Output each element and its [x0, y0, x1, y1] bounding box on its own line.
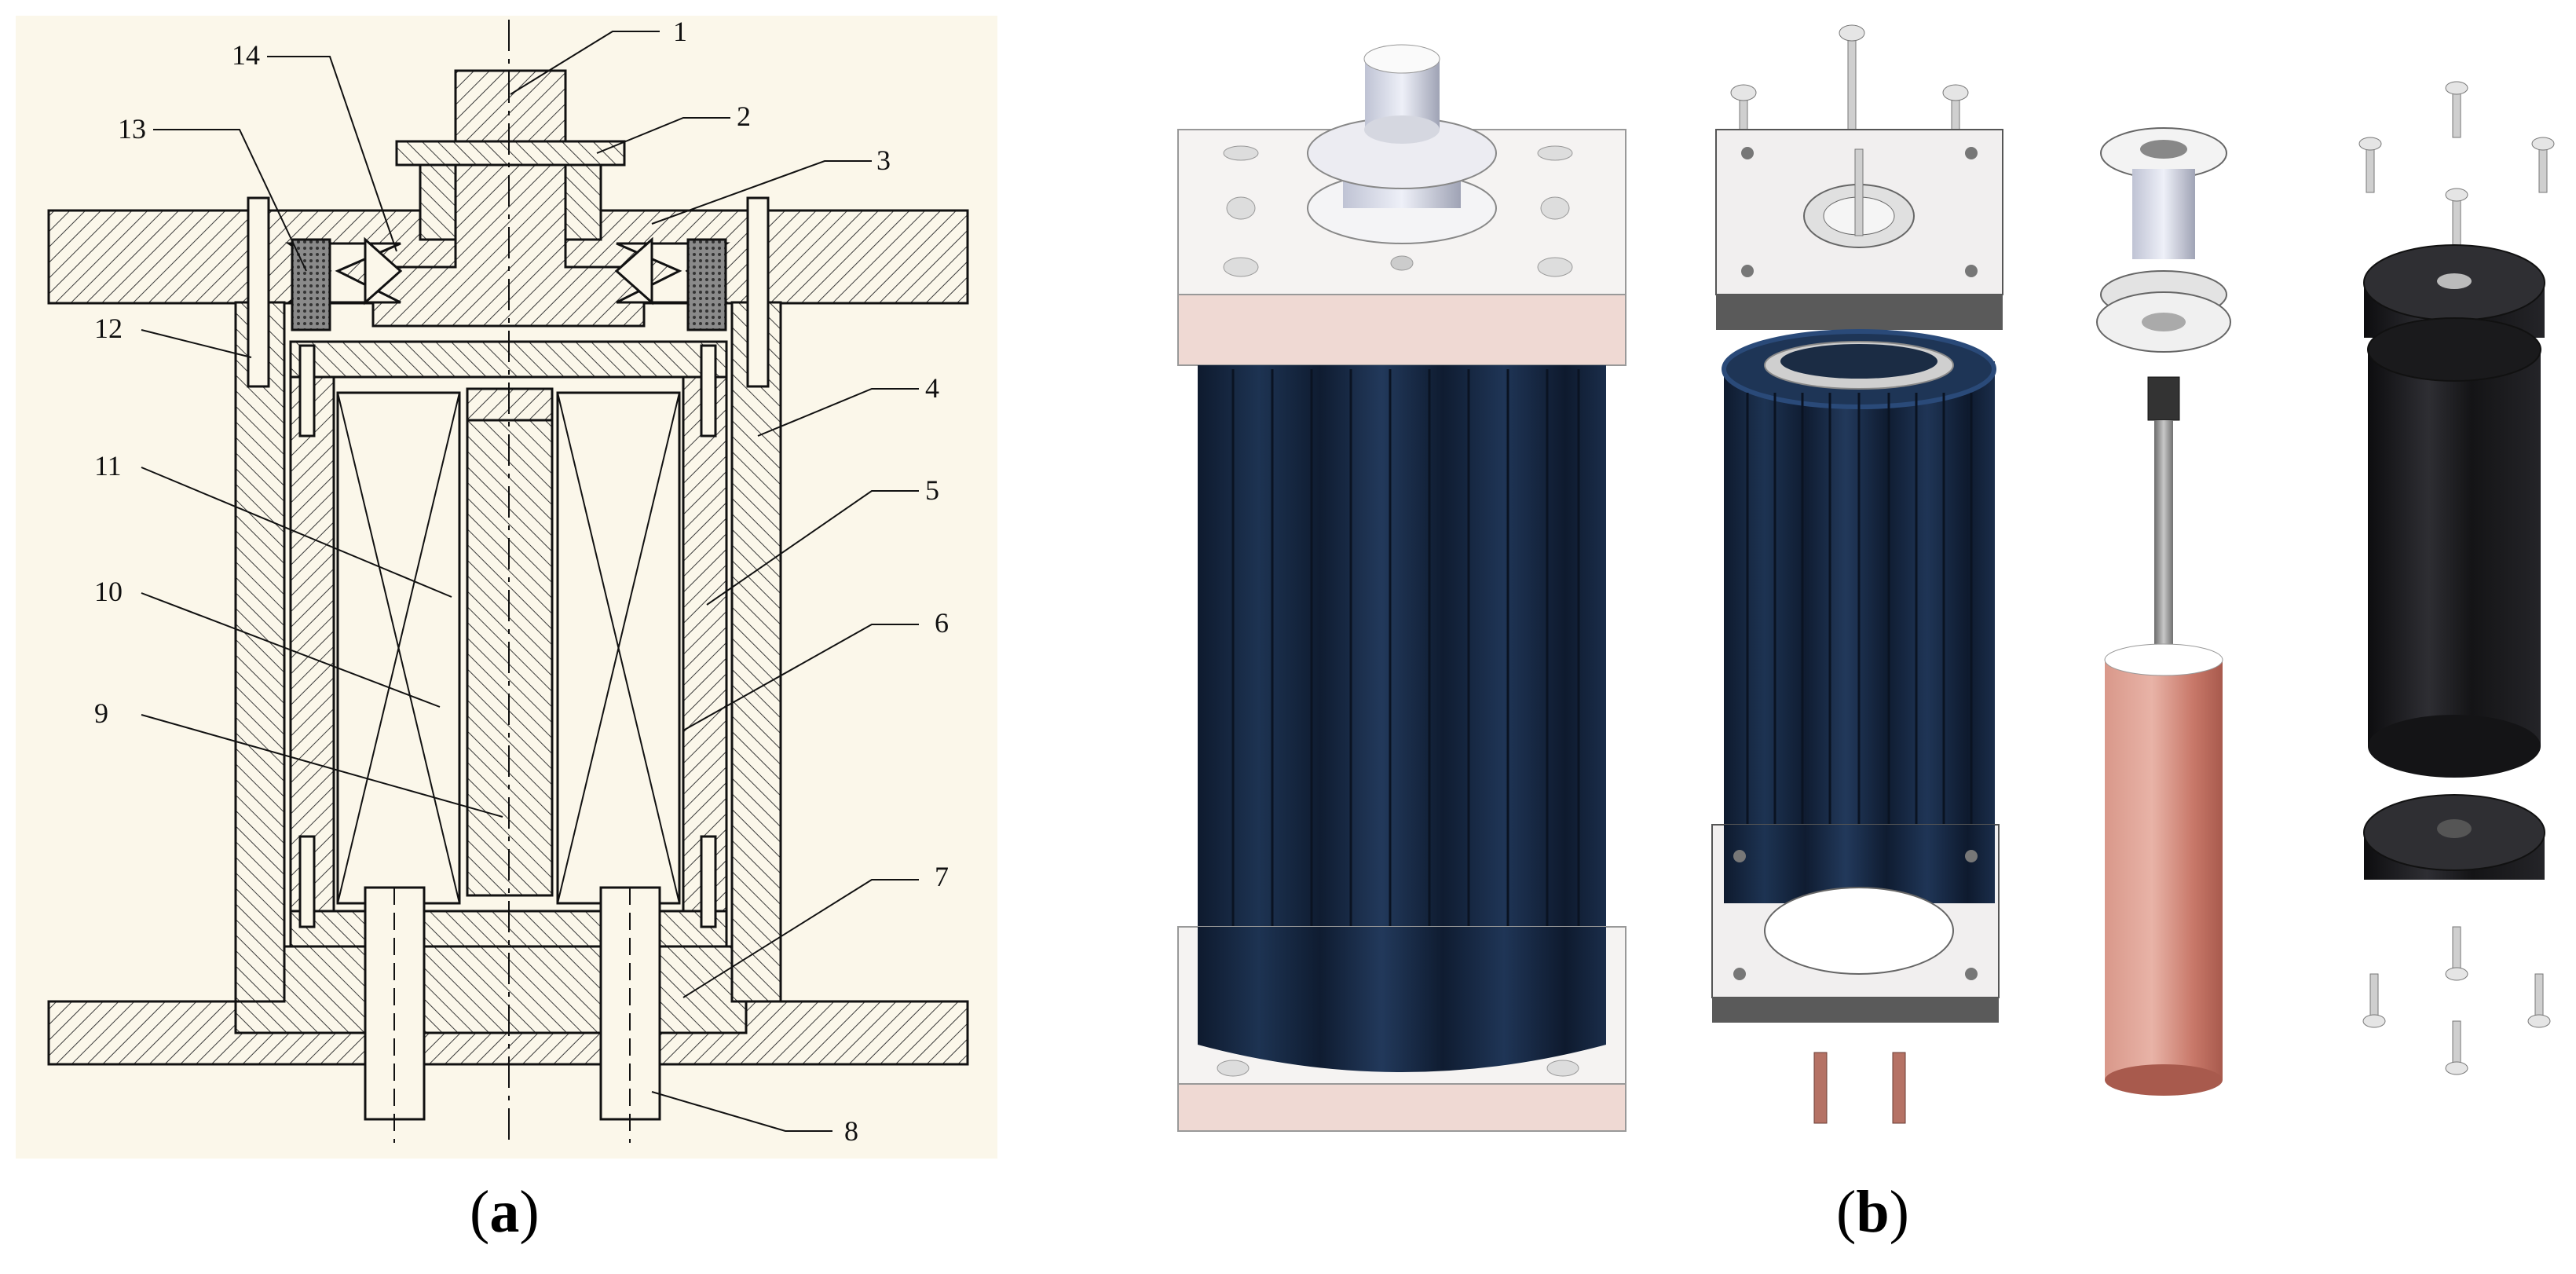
panel-label-a: (a): [470, 1178, 540, 1247]
callout-12: 12: [94, 313, 123, 344]
callout-9: 9: [94, 697, 108, 729]
panel-b-letter: b: [1856, 1179, 1890, 1245]
callout-1: 1: [673, 16, 687, 47]
collar-left: [419, 163, 457, 241]
leader-lines: [141, 31, 919, 1132]
screw-bl: [298, 835, 316, 928]
callout-11: 11: [94, 450, 122, 481]
assembled-actuator: [1177, 44, 1626, 1132]
panel-b-paren-open: (: [1836, 1179, 1857, 1245]
callout-2: 2: [737, 101, 751, 132]
coil-right: [556, 391, 681, 905]
callout-13: 13: [118, 113, 146, 145]
callout-14: 14: [232, 39, 260, 71]
callout-6: 6: [935, 607, 949, 639]
bottom-cover: [234, 945, 748, 1034]
bolt-left: [247, 196, 270, 388]
dark-cylinder-exploded: [2358, 81, 2555, 1075]
panel-a-drawing: 1 2 3 4 5 6 7 8 9 10 11 12 13 14: [16, 16, 997, 1159]
panel-label-b: (b): [1836, 1178, 1909, 1247]
housing-right-wall: [730, 301, 782, 1003]
panel-b-paren-close: ): [1889, 1179, 1909, 1245]
screw-tl: [298, 344, 316, 437]
collar-right: [564, 163, 602, 241]
callout-7: 7: [935, 861, 949, 892]
damper-right: [686, 238, 727, 331]
screw-br: [700, 835, 717, 928]
callout-8: 8: [844, 1115, 858, 1147]
panel-a-paren-close: ): [519, 1179, 540, 1245]
shaft-and-coil: [2096, 127, 2231, 1096]
housing-left-wall: [234, 301, 286, 1003]
panel-a-paren-open: (: [470, 1179, 490, 1245]
panel-b-renders: [1177, 24, 2555, 1132]
callout-3: 3: [876, 145, 891, 176]
collar: [395, 140, 626, 167]
exploded-housing: [1711, 24, 2003, 1124]
bolt-right: [746, 196, 770, 388]
callout-5: 5: [925, 474, 939, 506]
coil-left: [336, 391, 461, 905]
panel-a-letter: a: [489, 1179, 520, 1245]
callout-4: 4: [925, 372, 939, 404]
screw-tr: [700, 344, 717, 437]
callout-10: 10: [94, 576, 123, 607]
